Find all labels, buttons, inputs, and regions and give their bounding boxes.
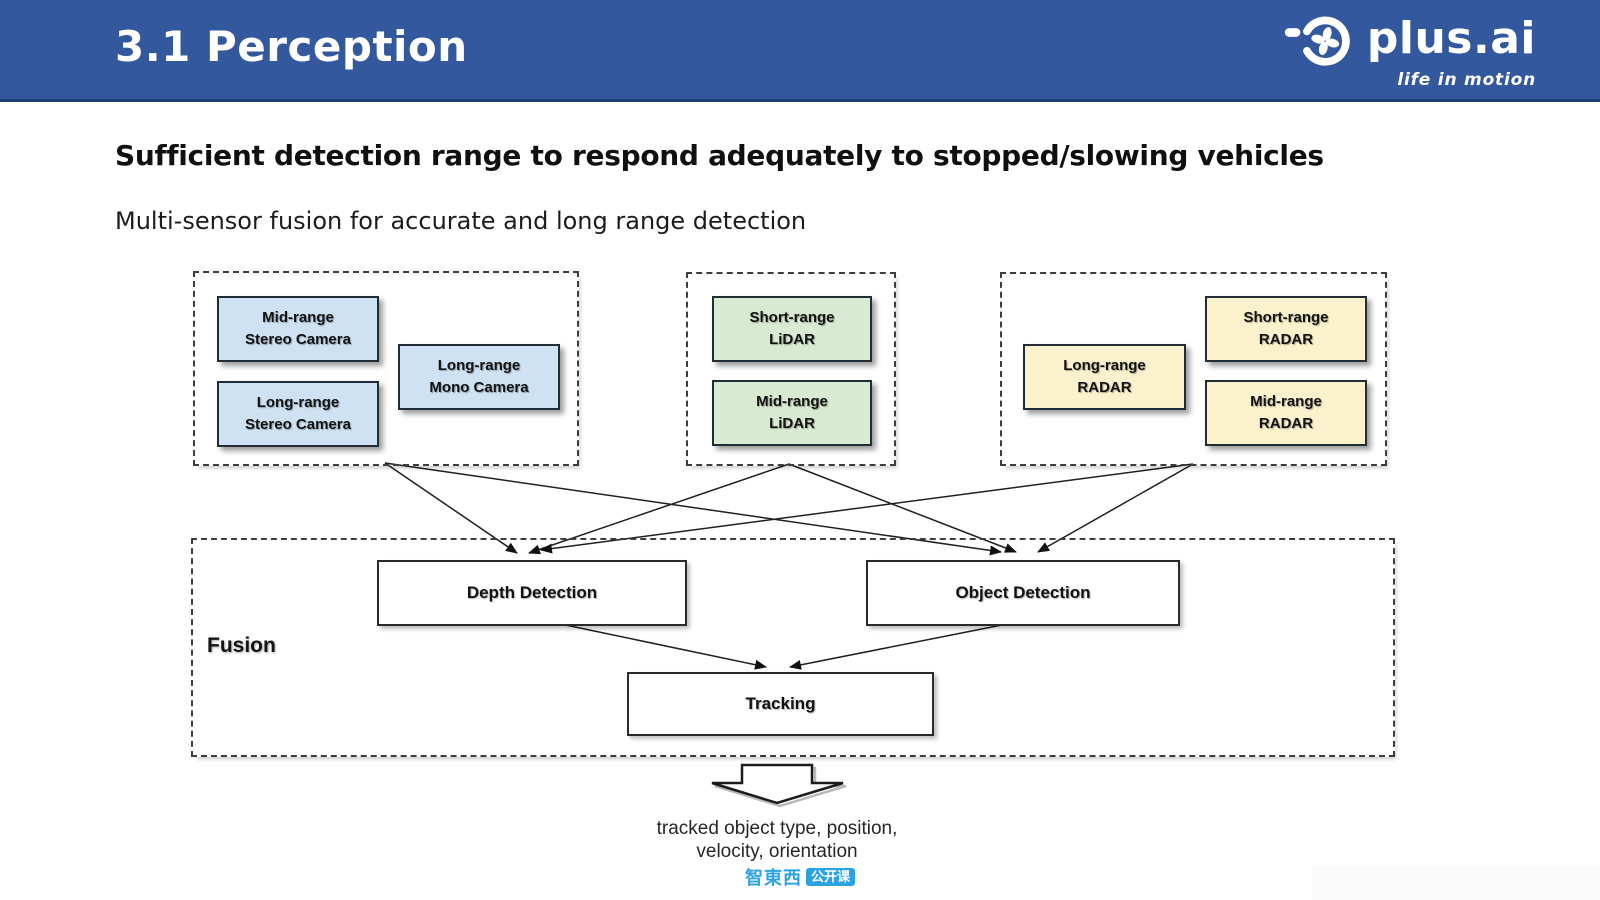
node-tracking: Tracking	[627, 672, 934, 736]
sensor-box-long-range-stereo-camera: Long-range Stereo Camera	[217, 381, 379, 447]
main-heading: Sufficient detection range to respond ad…	[115, 139, 1324, 172]
corner-shade	[1312, 866, 1600, 900]
sensor-box-mid-range-stereo-camera: Mid-range Stereo Camera	[217, 296, 379, 362]
fusion-group	[191, 538, 1395, 757]
sensor-group-camera	[193, 271, 579, 466]
sub-heading: Multi-sensor fusion for accurate and lon…	[115, 207, 807, 235]
node-depth-detection: Depth Detection	[377, 560, 687, 626]
output-arrow-icon	[711, 763, 847, 808]
node-object-detection: Object Detection	[866, 560, 1180, 626]
zhidongxi-watermark: 智東西 公开课	[0, 864, 1600, 890]
header-bar: 3.1 Perception plus.ai life in motion	[0, 0, 1600, 102]
sensor-box-short-range-lidar: Short-range LiDAR	[712, 296, 872, 362]
plusai-mark-icon	[1284, 16, 1350, 66]
output-text: tracked object type, position, velocity,…	[656, 818, 898, 863]
sensor-box-mid-range-radar: Mid-range RADAR	[1205, 380, 1367, 446]
sensor-box-long-range-radar: Long-range RADAR	[1023, 344, 1186, 410]
sensor-group-radar	[1000, 272, 1387, 466]
fusion-label: Fusion	[207, 634, 276, 657]
zhidongxi-brand: 智東西	[744, 868, 802, 888]
sensor-group-lidar	[686, 272, 896, 466]
sensor-box-mid-range-lidar: Mid-range LiDAR	[712, 380, 872, 446]
zhidongxi-badge: 公开课	[805, 867, 855, 887]
plusai-tagline: life in motion	[1397, 70, 1536, 90]
sensor-box-short-range-radar: Short-range RADAR	[1205, 296, 1367, 362]
slide-title: 3.1 Perception	[115, 22, 468, 71]
sensor-box-long-range-mono-camera: Long-range Mono Camera	[398, 344, 560, 410]
plusai-logo-row: plus.ai	[1276, 10, 1536, 68]
plusai-wordmark: plus.ai	[1366, 13, 1536, 64]
plusai-logo: plus.ai life in motion	[1276, 10, 1536, 90]
